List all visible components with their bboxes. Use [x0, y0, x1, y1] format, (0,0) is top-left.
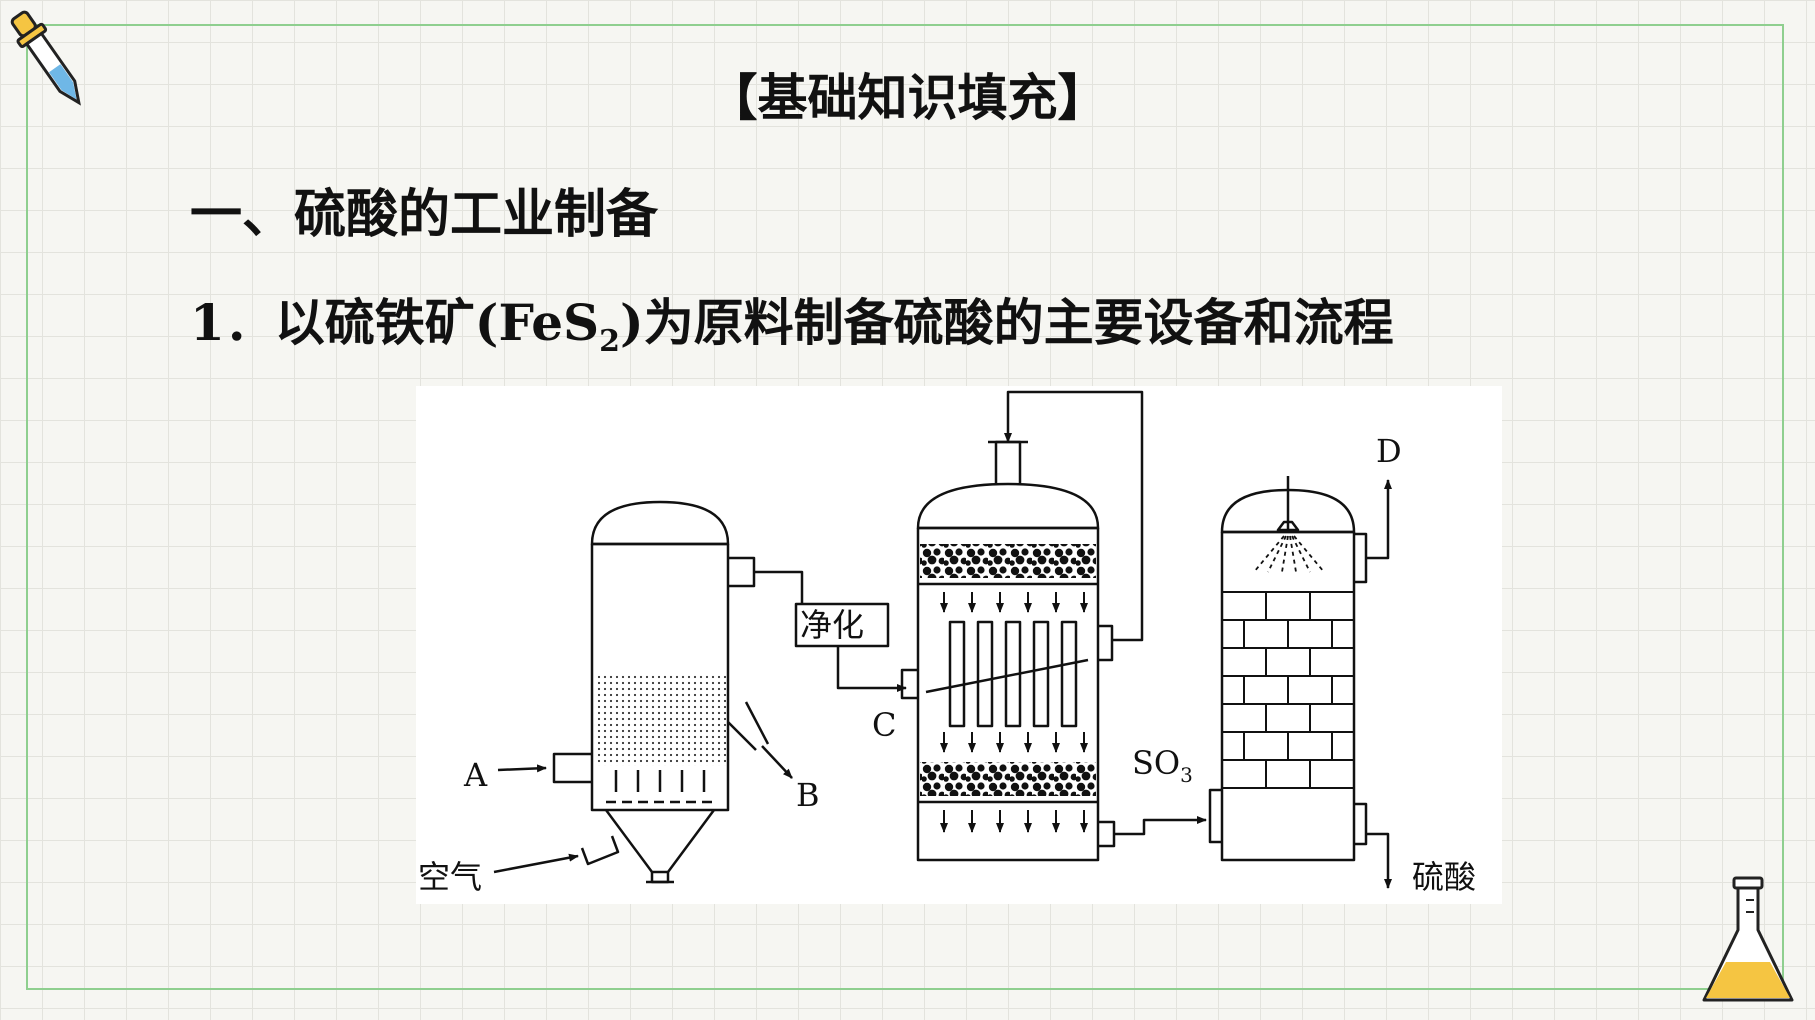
subsection-title: 1．以硫铁矿(FeS2)为原料制备硫酸的主要设备和流程: [190, 283, 1394, 359]
dropper-icon: [10, 10, 81, 106]
absorption-tower: [1208, 476, 1368, 862]
slide-frame: [26, 24, 1784, 990]
label-sulfuric-acid: 硫酸: [1412, 858, 1476, 896]
purify-box: [794, 602, 890, 648]
label-so3-sub: 3: [1180, 763, 1193, 787]
formula-subscript: 2: [599, 324, 621, 359]
label-b: B: [796, 776, 820, 814]
formula-main: (FeS: [474, 293, 600, 352]
roasting-furnace: [552, 500, 804, 884]
slide-heading: 【基础知识填充】: [707, 68, 1108, 127]
formula-close: ): [620, 293, 644, 352]
label-d: D: [1376, 432, 1402, 470]
label-so3: SO3: [1132, 744, 1193, 787]
label-air: 空气: [418, 858, 482, 896]
section-title: 一、硫酸的工业制备: [190, 185, 659, 245]
label-c: C: [872, 706, 896, 744]
label-a: A: [463, 756, 488, 794]
subsection-text-before: 以硫铁矿: [274, 294, 475, 352]
label-so3-main: SO: [1132, 744, 1180, 782]
subsection-number: 1．: [190, 293, 275, 352]
process-diagram: A B C D 空气 净化 SO3 硫酸: [416, 386, 1502, 904]
subsection-text-after: 为原料制备硫酸的主要设备和流程: [643, 294, 1394, 352]
flask-icon: [1702, 876, 1794, 1002]
contact-converter: [900, 440, 1116, 862]
label-purify: 净化: [800, 606, 864, 644]
